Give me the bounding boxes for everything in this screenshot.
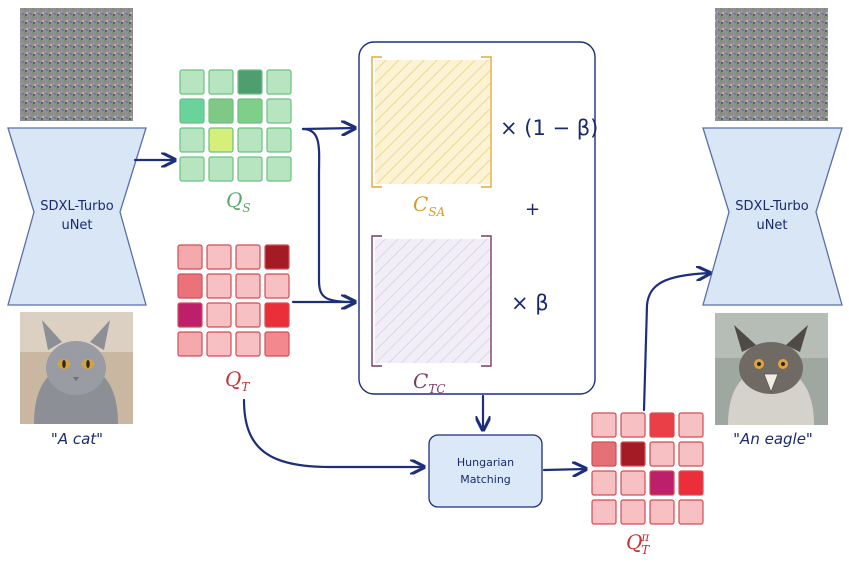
qt-pi-cell-3-1 (620, 499, 646, 525)
qt-cell-1-2 (235, 273, 261, 299)
ctc-matrix (371, 235, 492, 367)
qt-cell-3-0 (177, 331, 203, 357)
target-prompt: "An eagle" (733, 430, 813, 448)
qt-pi-cell-0-3 (678, 412, 704, 438)
qs-cell-3-2 (237, 156, 263, 182)
arrow-qt-to-hungarian (242, 398, 424, 467)
csa-label-sub: SA (428, 205, 446, 219)
qt-label-base: Q (225, 367, 242, 391)
right-unet-shape (702, 127, 843, 306)
left-unet-shape (7, 127, 147, 306)
qt-cell-3-3 (264, 331, 290, 357)
qs-cell-3-1 (208, 156, 234, 182)
qs-cell-2-3 (266, 127, 292, 153)
qt-cell-2-1 (206, 302, 232, 328)
qt-pi-label-sub: T (641, 543, 650, 557)
csa-label-base: C (413, 192, 429, 216)
hungarian-matching-label: Hungarian Matching (429, 435, 542, 507)
qs-cell-2-1 (208, 127, 234, 153)
qs-cell-1-0 (179, 98, 205, 124)
qt-pi-cell-1-0 (591, 441, 617, 467)
qt-pi-cell-2-2 (649, 470, 675, 496)
qt-cell-1-1 (206, 273, 232, 299)
qt-pi-cell-1-1 (620, 441, 646, 467)
qt-cell-1-3 (264, 273, 290, 299)
arrow-qtpi-to-unet (642, 273, 710, 412)
qt-cell-2-0 (177, 302, 203, 328)
qs-cell-1-1 (208, 98, 234, 124)
qt-cell-0-0 (177, 244, 203, 270)
qs-cell-0-1 (208, 69, 234, 95)
qt-pi-cell-1-3 (678, 441, 704, 467)
source-noise-image (20, 8, 133, 121)
qt-pi-cell-2-1 (620, 470, 646, 496)
csa-matrix (371, 56, 492, 188)
qt-pi-cell-0-1 (620, 412, 646, 438)
qs-cell-1-3 (266, 98, 292, 124)
qt-cell-0-1 (206, 244, 232, 270)
qt-cell-0-3 (264, 244, 290, 270)
right-unet-line1: SDXL-Turbo (735, 199, 809, 214)
qt-pi-cell-0-2 (649, 412, 675, 438)
qt-cell-0-2 (235, 244, 261, 270)
arrow-hungarian-to-qtpi (542, 469, 586, 470)
hungarian-line1: Hungarian (456, 456, 515, 469)
target-noise-image (715, 8, 828, 121)
right-unet-line2: uNet (756, 218, 788, 233)
qt-cell-2-2 (235, 302, 261, 328)
qt-grid (177, 244, 290, 357)
qt-pi-cell-2-3 (678, 470, 704, 496)
source-prompt: "A cat" (50, 430, 104, 448)
qs-cell-0-3 (266, 69, 292, 95)
qt-pi-label-sup: π (641, 530, 650, 545)
qt-pi-grid (591, 412, 704, 525)
hungarian-line2: Matching (460, 473, 511, 486)
qs-cell-0-0 (179, 69, 205, 95)
qs-label: QS (226, 188, 251, 215)
eagle-photo (715, 313, 828, 425)
arrow-qs-to-ctc (301, 127, 355, 302)
hungarian-matching-box (428, 434, 543, 508)
ctc-label-base: C (413, 369, 429, 393)
qt-pi-label: QπT (626, 530, 649, 557)
cost-matrix-panel (358, 41, 596, 395)
qs-grid (179, 69, 292, 182)
left-unet-line2: uNet (61, 218, 93, 233)
qt-pi-cell-0-0 (591, 412, 617, 438)
ctc-label: CTC (413, 369, 446, 396)
times-beta-operator: × β (511, 291, 549, 315)
qt-pi-cell-3-2 (649, 499, 675, 525)
left-unet-line1: SDXL-Turbo (40, 199, 114, 214)
ctc-label-sub: TC (428, 382, 446, 396)
left-unet-label: SDXL-Turbo uNet (17, 197, 137, 235)
qt-cell-3-1 (206, 331, 232, 357)
qt-label: QT (225, 367, 249, 394)
qt-label-sub: T (241, 380, 250, 394)
qs-cell-3-3 (266, 156, 292, 182)
qt-pi-cell-1-2 (649, 441, 675, 467)
qt-cell-2-3 (264, 302, 290, 328)
cat-photo (20, 312, 133, 424)
qt-pi-label-base: Q (626, 530, 643, 554)
qs-cell-2-2 (237, 127, 263, 153)
right-unet-label: SDXL-Turbo uNet (712, 197, 832, 235)
qs-cell-3-0 (179, 156, 205, 182)
one-minus-beta-operator: × (1 − β) (500, 116, 599, 140)
qt-pi-cell-2-0 (591, 470, 617, 496)
csa-label: CSA (413, 192, 445, 219)
qt-cell-3-2 (235, 331, 261, 357)
qt-cell-1-0 (177, 273, 203, 299)
qs-label-sub: S (242, 201, 251, 215)
qs-cell-2-0 (179, 127, 205, 153)
plus-operator: + (525, 199, 541, 220)
arrow-qs-to-csa (301, 128, 355, 129)
qt-pi-cell-3-3 (678, 499, 704, 525)
qt-pi-cell-3-0 (591, 499, 617, 525)
qs-label-base: Q (226, 188, 243, 212)
qs-cell-1-2 (237, 98, 263, 124)
qs-cell-0-2 (237, 69, 263, 95)
